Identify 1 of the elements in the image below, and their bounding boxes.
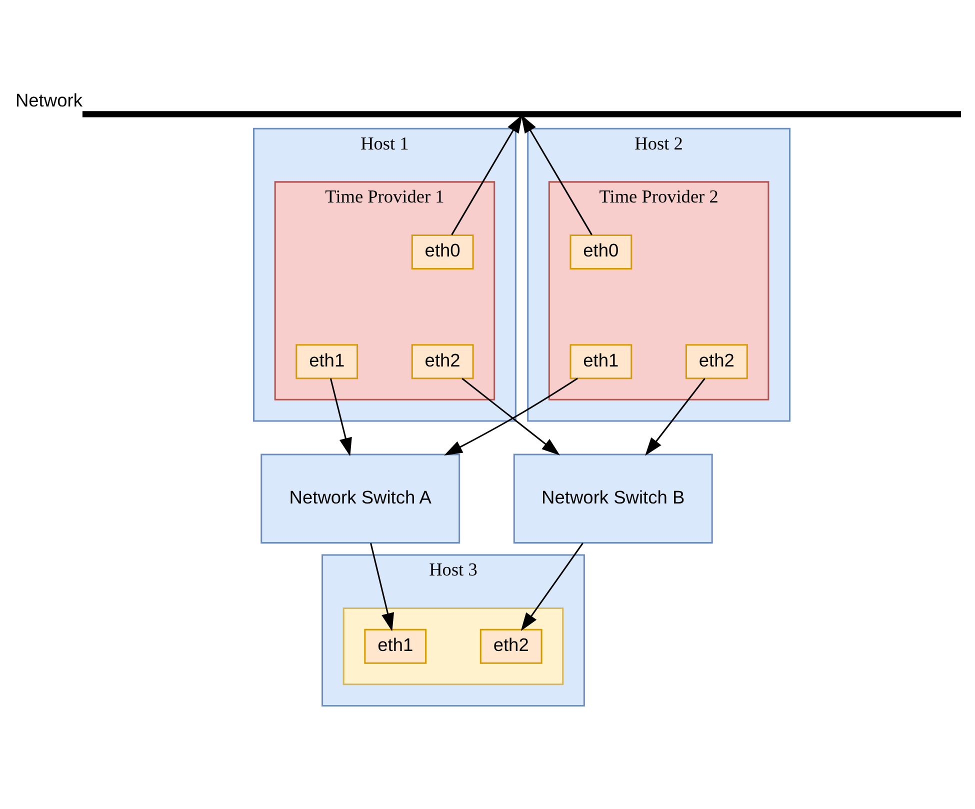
- node-label: Network: [15, 89, 82, 110]
